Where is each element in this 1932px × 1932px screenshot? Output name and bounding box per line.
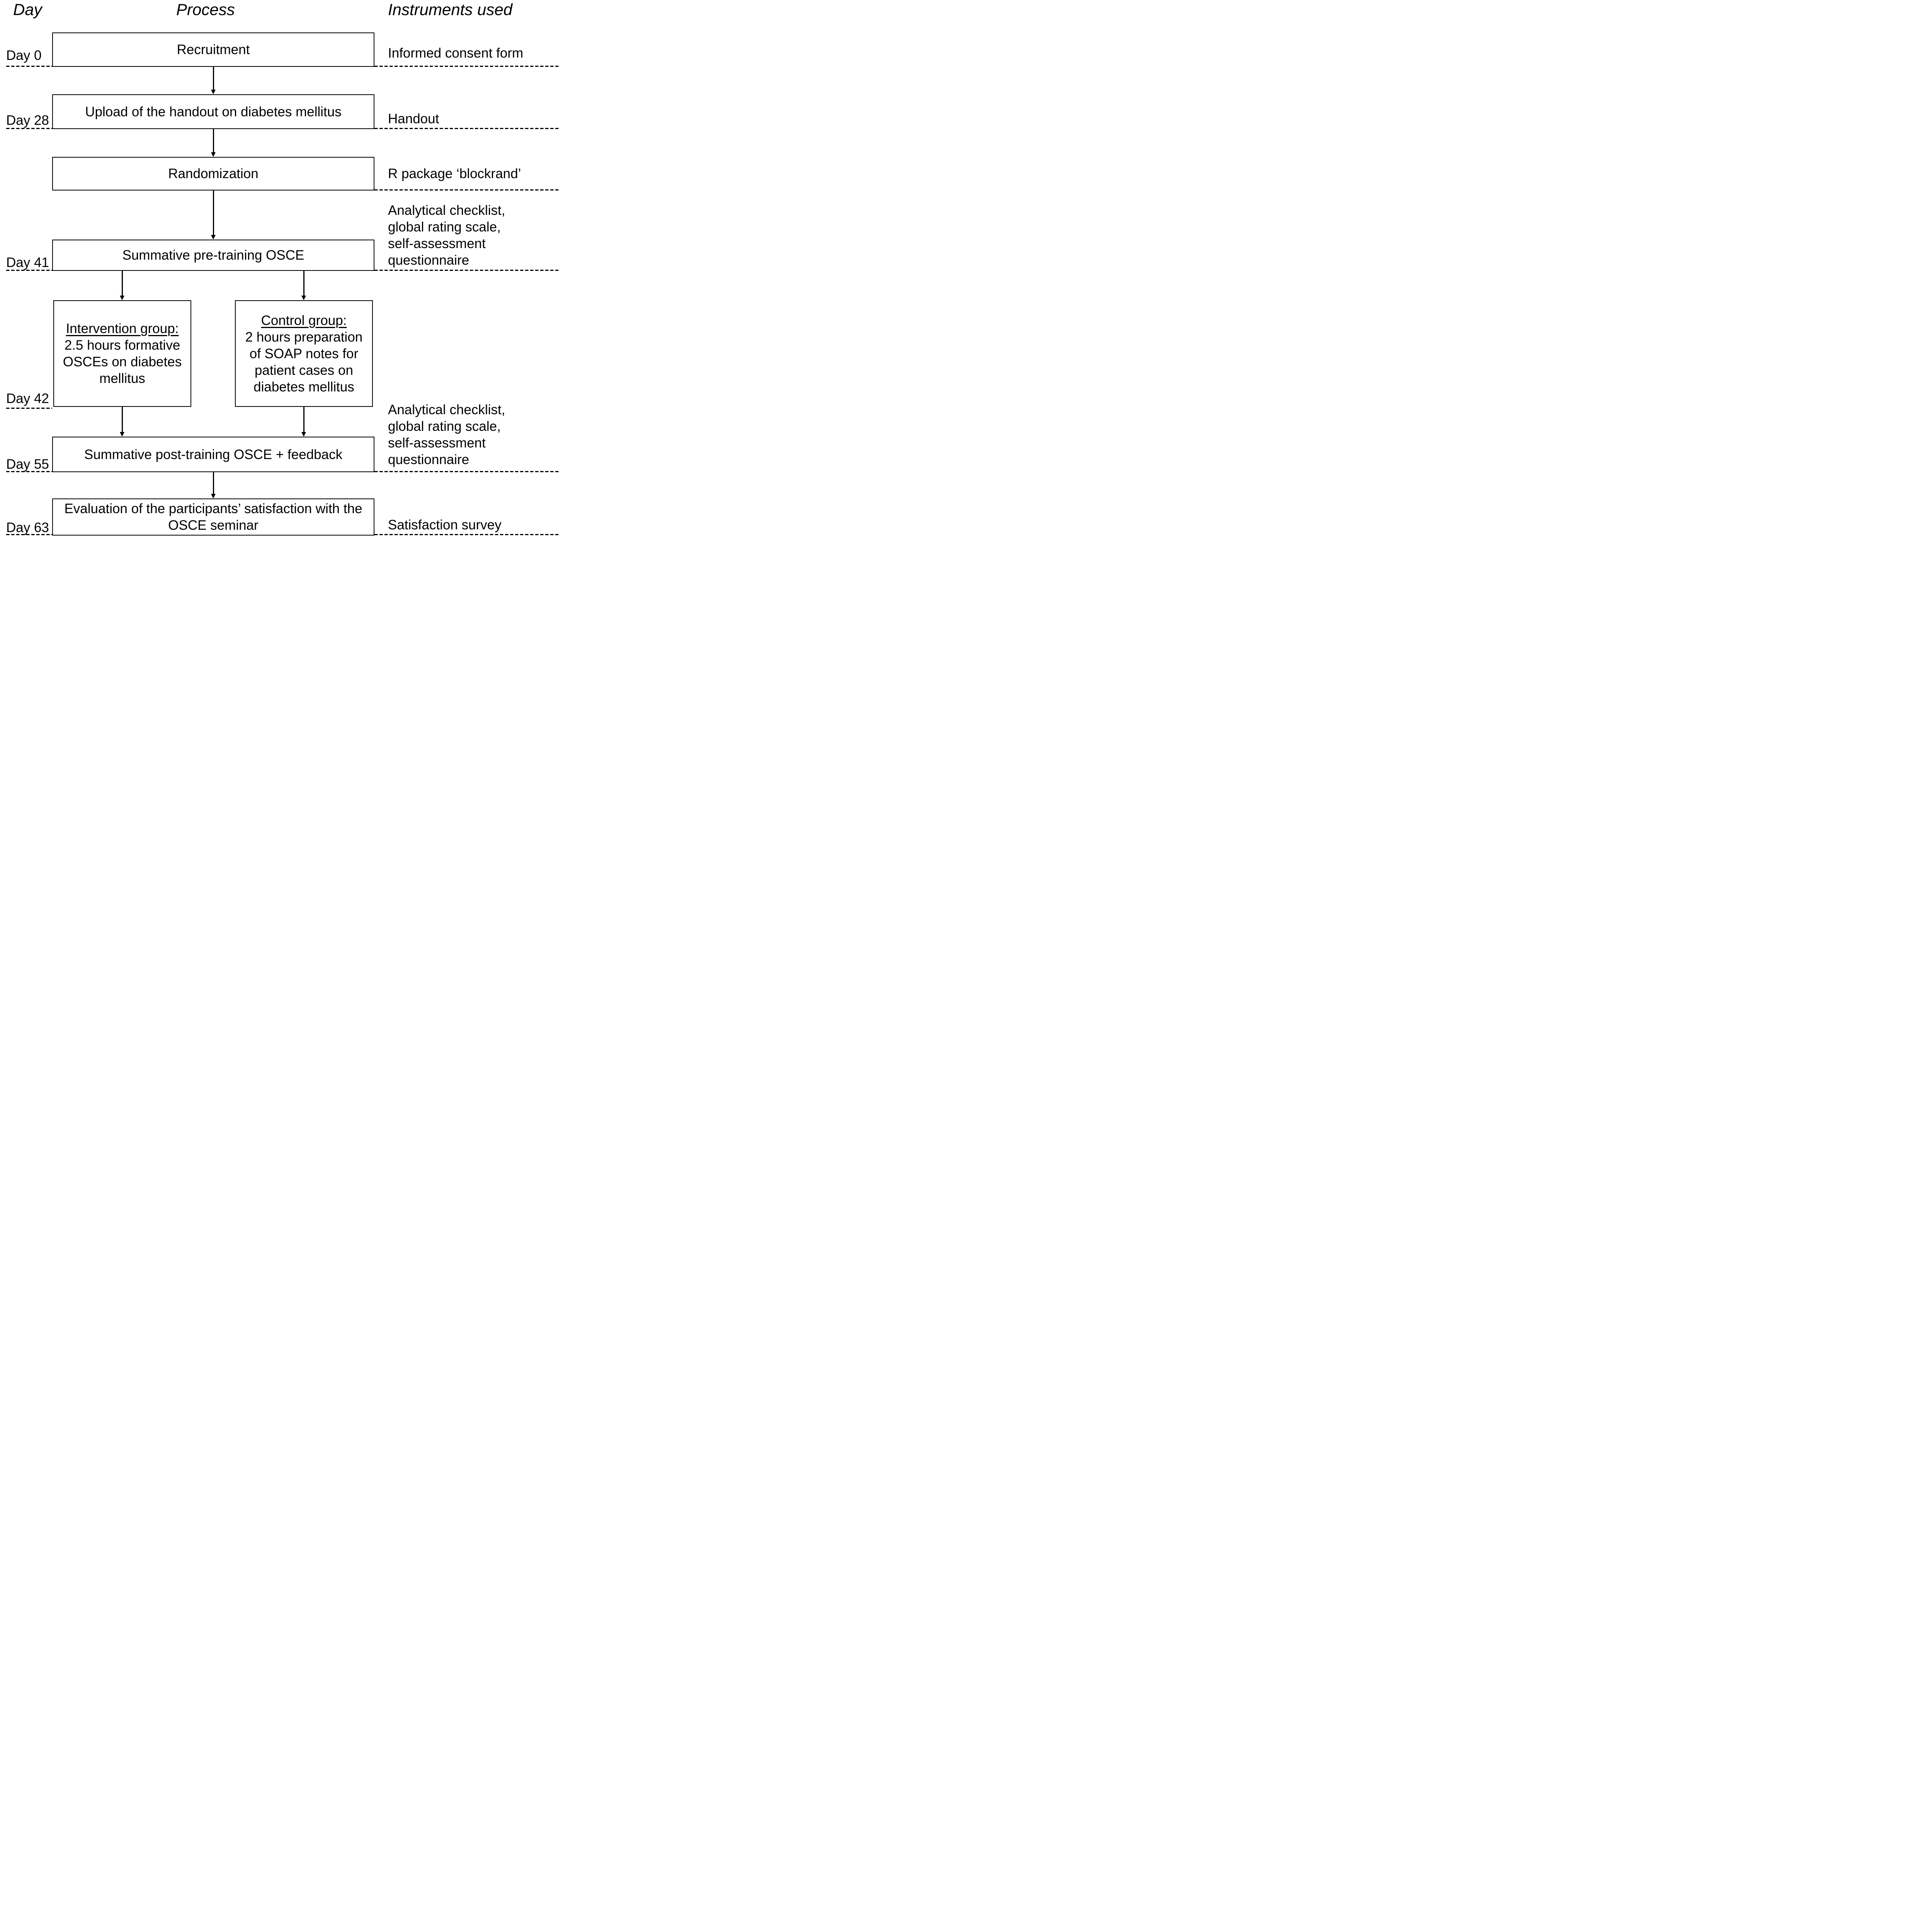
process-box-randomization: Randomization — [52, 157, 374, 190]
instrument-post-osce-pack: Analytical checklist, global rating scal… — [388, 402, 505, 467]
arrow-line — [303, 407, 304, 432]
process-box-post-training-osce-label: Summative post-training OSCE + feedback — [84, 447, 343, 462]
arrow-line — [213, 190, 214, 235]
arrow-randomization-to-pre-osce — [211, 190, 216, 240]
dashed-line-day63-right — [374, 534, 559, 535]
process-box-intervention-group: Intervention group: 2.5 hours formative O… — [53, 300, 191, 407]
control-group-body: 2 hours preparation of SOAP notes for pa… — [245, 329, 363, 395]
dashed-line-day28-right — [374, 128, 559, 129]
process-box-evaluation-label: Evaluation of the participants’ satisfac… — [64, 501, 362, 533]
day-label-63: Day 63 — [6, 520, 49, 535]
process-box-control-group: Control group:2 hours preparation of SOA… — [235, 300, 373, 407]
dashed-line-day41-right — [374, 270, 559, 271]
dashed-line-day63-left — [6, 534, 52, 535]
arrow-pre-osce-to-control — [301, 270, 306, 300]
process-box-recruitment: Recruitment — [52, 32, 374, 67]
arrow-line — [303, 270, 304, 296]
arrow-line — [213, 472, 214, 494]
arrow-line — [213, 66, 214, 90]
arrow-line — [122, 407, 123, 432]
process-box-upload-handout: Upload of the handout on diabetes mellit… — [52, 94, 374, 129]
control-group-text: Control group:2 hours preparation of SOA… — [245, 312, 363, 395]
process-box-evaluation: Evaluation of the participants’ satisfac… — [52, 498, 374, 536]
arrow-head-icon — [211, 494, 216, 498]
arrow-control-to-post-osce — [301, 407, 306, 437]
instrument-informed-consent: Informed consent form — [388, 46, 524, 61]
column-header-instruments: Instruments used — [388, 0, 513, 19]
process-box-upload-handout-label: Upload of the handout on diabetes mellit… — [85, 104, 342, 119]
arrow-upload-to-randomization — [211, 129, 216, 157]
day-label-55: Day 55 — [6, 457, 49, 472]
arrow-intervention-to-post-osce — [120, 407, 125, 437]
arrow-post-osce-to-evaluation — [211, 472, 216, 498]
day-label-0: Day 0 — [6, 48, 42, 63]
control-group-heading: Control group: — [261, 313, 347, 328]
dashed-line-day41-left — [6, 270, 52, 271]
intervention-group-text: Intervention group: 2.5 hours formative O… — [63, 320, 182, 387]
day-label-41: Day 41 — [6, 255, 49, 270]
dashed-line-day55-right — [374, 471, 559, 472]
arrow-recruitment-to-upload — [211, 66, 216, 94]
dashed-line-randomization-right — [374, 189, 559, 190]
process-box-recruitment-label: Recruitment — [177, 42, 250, 57]
arrow-head-icon — [301, 432, 306, 437]
study-flow-diagram: Day Process Instruments used Day 0 Day 2… — [0, 0, 559, 540]
dashed-line-day42-left — [6, 408, 52, 409]
process-box-pre-training-osce-label: Summative pre-training OSCE — [122, 248, 304, 263]
dashed-line-day0-left — [6, 66, 52, 67]
arrow-head-icon — [301, 296, 306, 300]
intervention-group-body: 2.5 hours formative OSCEs on diabetes me… — [63, 338, 182, 386]
instrument-blockrand: R package ‘blockrand’ — [388, 166, 521, 181]
day-label-28: Day 28 — [6, 113, 49, 128]
column-header-process: Process — [176, 0, 235, 19]
process-box-pre-training-osce: Summative pre-training OSCE — [52, 240, 374, 271]
dashed-line-day55-left — [6, 471, 52, 472]
arrow-head-icon — [211, 235, 216, 240]
dashed-line-day0-right — [374, 66, 559, 67]
column-header-day: Day — [13, 0, 42, 19]
arrow-line — [213, 129, 214, 153]
arrow-head-icon — [211, 90, 216, 94]
arrow-head-icon — [211, 152, 216, 157]
instrument-pre-osce-pack: Analytical checklist, global rating scal… — [388, 203, 505, 268]
arrow-head-icon — [120, 296, 124, 300]
arrow-pre-osce-to-intervention — [120, 270, 125, 300]
instrument-handout: Handout — [388, 111, 439, 126]
arrow-head-icon — [120, 432, 124, 437]
intervention-group-heading: Intervention group: — [66, 321, 179, 336]
day-label-42: Day 42 — [6, 391, 49, 406]
process-box-randomization-label: Randomization — [168, 166, 259, 181]
dashed-line-day28-left — [6, 128, 52, 129]
arrow-line — [122, 270, 123, 296]
process-box-post-training-osce: Summative post-training OSCE + feedback — [52, 437, 374, 472]
instrument-satisfaction-survey: Satisfaction survey — [388, 517, 502, 532]
